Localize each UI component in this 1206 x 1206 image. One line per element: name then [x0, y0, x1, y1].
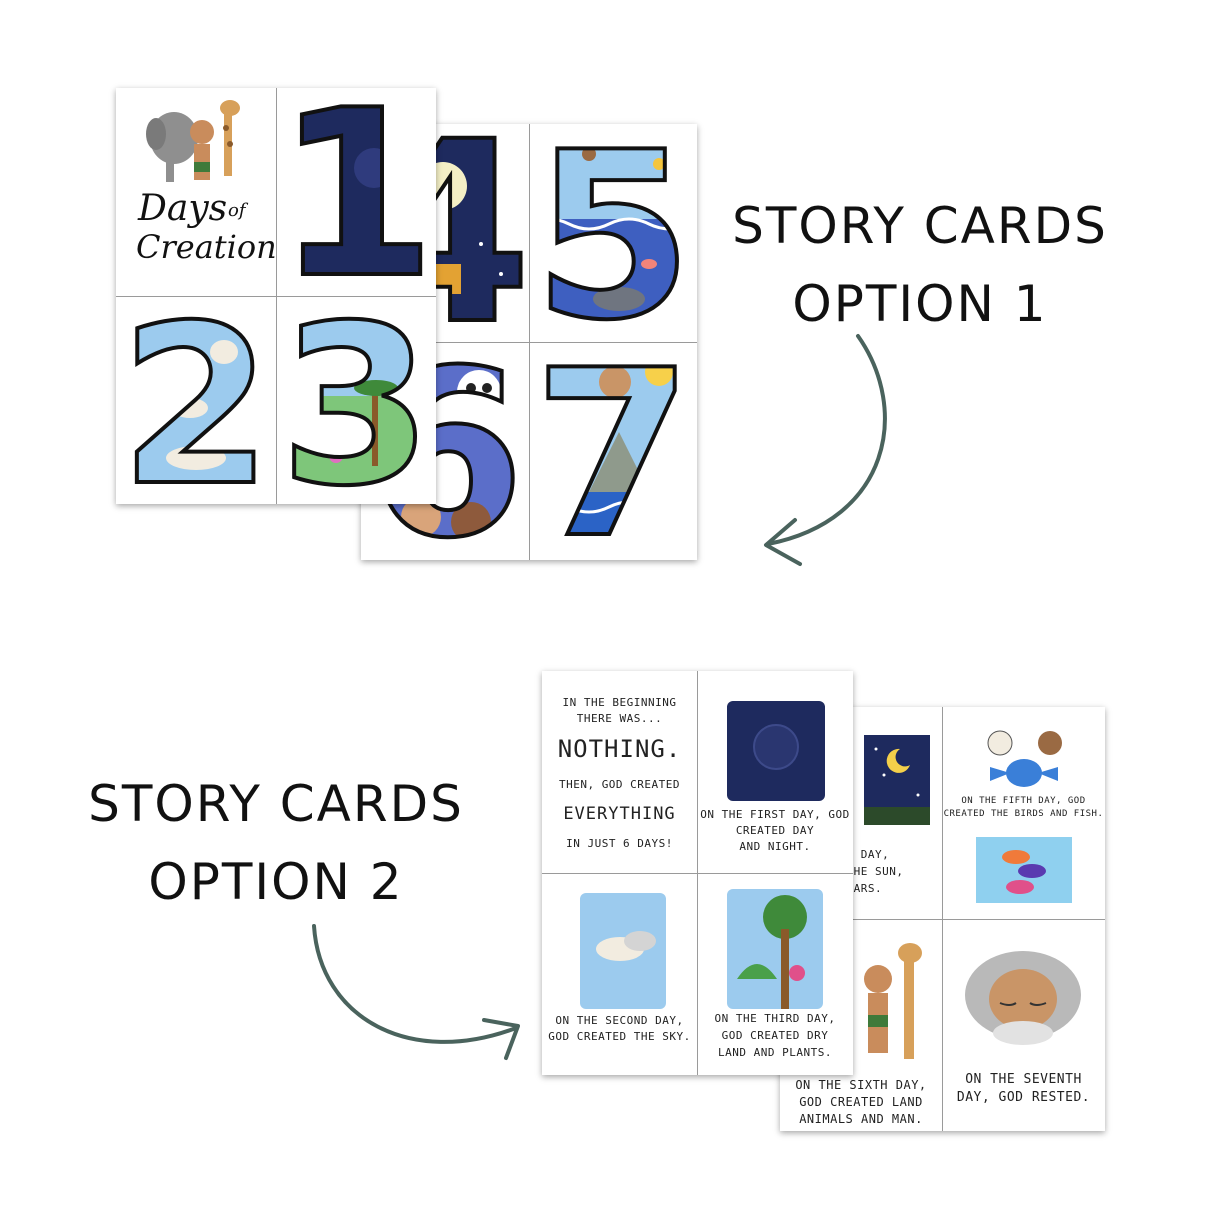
dark-moon-icon [727, 701, 825, 801]
day1-line2: created day [735, 824, 815, 837]
option2-arrow-icon [312, 924, 520, 1060]
day1-card: On the first day, God created day and ni… [697, 671, 853, 873]
fish-icon [976, 837, 1072, 903]
intro-everything: EVERYTHING [563, 804, 676, 824]
svg-text:3: 3 [279, 296, 432, 504]
day3-line1: On the third day, [714, 1012, 836, 1025]
day7-line2: day, God rested. [956, 1090, 1091, 1105]
number-card-2: 2 2 2 [116, 296, 276, 504]
option2-front-sheet: In the beginning there was... nothing. T… [542, 671, 853, 1075]
day1-line1: On the first day, God [700, 808, 850, 821]
day5-line1: On the fifth day, God [961, 796, 1086, 806]
number-card-1: 1 1 1 [276, 88, 436, 296]
logo-of-text: of [228, 200, 246, 221]
sheet-divider [780, 919, 1105, 920]
sheet-divider [361, 342, 697, 343]
option1-arrow-icon [764, 334, 887, 566]
option2-heading-line1: STORY CARDS [88, 775, 464, 833]
svg-text:5: 5 [533, 124, 693, 342]
day5-line2: created the birds and fish. [943, 809, 1104, 819]
logo-card: Days of Creation [116, 88, 276, 296]
day3-line2: God created dry [721, 1029, 829, 1042]
god-resting-icon [965, 951, 1081, 1045]
logo-days-text: Days [138, 188, 228, 229]
sky-clouds-icon [580, 893, 666, 1009]
night-sky-moon-icon [864, 735, 930, 825]
intro-nothing: nothing. [557, 735, 682, 763]
day6-line1: on the sixth day, [795, 1078, 927, 1092]
day1-line3: and night. [739, 840, 811, 853]
day2-line2: God created the sky. [548, 1030, 691, 1043]
man-giraffe-icon [864, 943, 922, 1059]
day3-line3: land and plants. [718, 1046, 832, 1059]
day6-card: on the sixth day, God created land anima… [780, 919, 942, 1131]
day7-card: On the seventh day, God rested. [942, 919, 1105, 1131]
day3-card: On the third day, God created dry land a… [697, 873, 853, 1075]
intro-line4: in just 6 days! [566, 837, 673, 850]
number-card-7: 7 7 7 [529, 342, 697, 560]
birds-icon [987, 730, 1062, 787]
intro-line2: there was... [576, 712, 663, 725]
logo-creation-text: Creation [136, 228, 276, 266]
option2-heading-line2: OPTION 2 [148, 853, 404, 911]
day7-line1: On the seventh [965, 1072, 1082, 1087]
day5-card: On the fifth day, God created the birds … [942, 707, 1105, 919]
animals-illustration [146, 100, 240, 182]
day6-line2: God created land [799, 1095, 923, 1109]
sheet-divider [116, 296, 436, 297]
day6-line3: animals and man. [799, 1112, 923, 1126]
number-card-5: 5 5 5 [529, 124, 697, 342]
svg-text:2: 2 [119, 296, 272, 504]
svg-text:1: 1 [276, 88, 436, 296]
number-card-3: 3 3 3 [276, 296, 436, 504]
intro-line1: In the beginning [562, 696, 677, 709]
option1-heading-line2: OPTION 1 [792, 275, 1048, 333]
day2-card: On the second day, God created the sky. [542, 873, 697, 1075]
sheet-divider [542, 873, 853, 874]
svg-text:7: 7 [533, 342, 693, 560]
option1-front-sheet: Days of Creation 1 1 1 2 [116, 88, 436, 504]
plants-icon [727, 889, 823, 1009]
day2-line1: On the second day, [555, 1014, 684, 1027]
intro-line3: Then, God created [558, 778, 681, 791]
option1-heading-line1: STORY CARDS [732, 197, 1108, 255]
intro-card: In the beginning there was... nothing. T… [542, 671, 697, 873]
